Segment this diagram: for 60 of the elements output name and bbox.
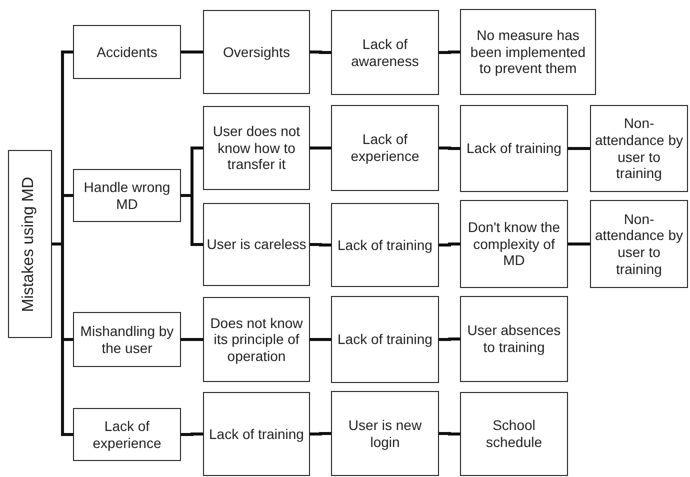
connector-line (181, 338, 203, 341)
connector-line (310, 50, 331, 54)
cause-text: User is careless (206, 236, 308, 253)
connector-line (181, 194, 203, 246)
cause-box (203, 203, 310, 286)
connector-line (568, 242, 590, 246)
cause-text: Lack of training (466, 140, 562, 157)
cause-text: School schedule (484, 417, 544, 451)
cause-box (590, 200, 688, 288)
cause-text: Lack of experience (92, 418, 162, 452)
cause-text: User absences to training (466, 322, 562, 356)
connector-line (439, 242, 460, 246)
connector-line (568, 147, 590, 150)
connector-line (439, 50, 460, 54)
cause-box (8, 150, 52, 338)
cause-text: Non-attendance by user to training (594, 210, 684, 278)
cause-text: Lack of training (208, 426, 305, 442)
cause-text: Does not know its principle of operation (209, 314, 304, 364)
cause-box (203, 297, 310, 382)
root-label: Mistakes using MD (20, 175, 39, 314)
cause-text: Lack of training (336, 236, 434, 254)
connector-line (439, 432, 460, 436)
cause-text: Oversights (222, 44, 291, 60)
connector-line (310, 338, 331, 341)
cause-box (73, 25, 181, 79)
cause-box (73, 169, 181, 222)
cause-text: Lack of training (336, 331, 434, 348)
cause-text: Non-attendance by user to training (594, 115, 684, 182)
cause-box (460, 9, 596, 95)
cause-box (331, 105, 439, 191)
cause-text: Mishandling by the user (79, 322, 175, 356)
connector-line (310, 243, 331, 246)
cause-box (331, 203, 439, 287)
cause-box (331, 391, 439, 476)
cause-box (73, 312, 181, 367)
connector-line (310, 432, 331, 436)
cause-text: Handle wrong MD (82, 178, 172, 212)
connector-line (310, 146, 331, 150)
cause-box (460, 296, 568, 382)
cause-box (460, 392, 568, 476)
cause-text: Lack of awareness (350, 36, 420, 70)
connector-line (181, 50, 203, 54)
cause-box (460, 105, 568, 192)
cause-text: Accidents (96, 44, 158, 60)
cause-box (590, 105, 688, 192)
cause-box (73, 408, 181, 461)
connector-line (181, 432, 203, 436)
cause-text: Lack of experience (350, 131, 420, 165)
cause-text: No measure has been implemented to prevent them (469, 27, 587, 77)
cause-box (331, 296, 439, 383)
cause-box (203, 10, 310, 94)
connector-line (439, 146, 460, 150)
cause-text: User is new login (347, 416, 423, 450)
cause-box (460, 200, 568, 288)
cause-text: User does not know how to transfer it (212, 123, 302, 173)
connector-line (439, 338, 460, 341)
cause-box (203, 106, 310, 190)
cause-box (203, 392, 310, 476)
cause-text: Don't know the complexity of MD (466, 219, 562, 269)
cause-box (331, 10, 439, 95)
